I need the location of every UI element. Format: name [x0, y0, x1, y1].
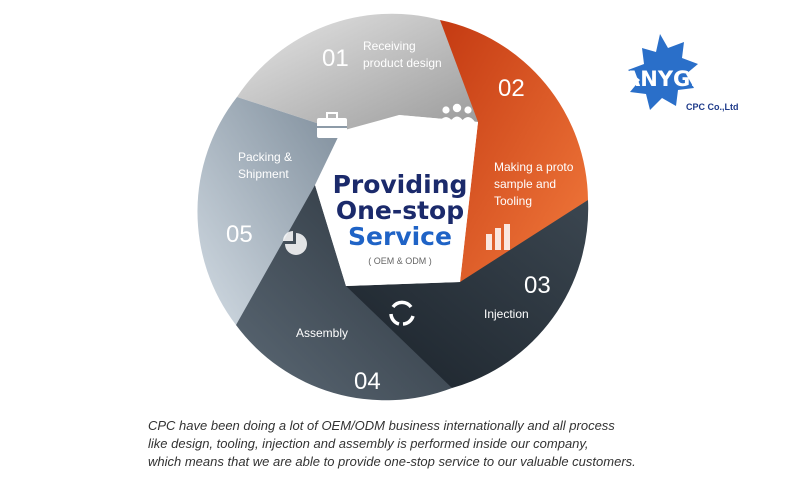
step-05-label-line2: Shipment	[238, 167, 289, 181]
step-04-label-line1: Assembly	[296, 326, 348, 340]
step-02-number: 02	[498, 75, 525, 102]
step-02-label-line1: Making a proto	[494, 160, 574, 174]
caption-line-1: CPC have been doing a lot of OEM/ODM bus…	[148, 418, 615, 433]
center-title-line2: One-stop	[336, 196, 464, 225]
step-01-label-line2: product design	[363, 56, 442, 70]
briefcase-icon	[317, 112, 347, 138]
step-02-label-line3: Tooling	[494, 194, 532, 208]
bar-chart-icon	[486, 224, 510, 250]
ring-segments	[197, 13, 589, 401]
step-05-number: 05	[226, 221, 253, 248]
center-title-line1: Providing	[333, 170, 468, 199]
people-group-icon	[439, 103, 475, 122]
step-03-number: 03	[524, 272, 551, 299]
step-03-label-line1: Injection	[484, 307, 529, 321]
step-05-label-line1: Packing &	[238, 150, 292, 164]
logo-company-text: CPC Co.,Ltd	[686, 102, 739, 112]
step-04-number: 04	[354, 368, 381, 395]
recycle-arrows-icon	[389, 300, 415, 326]
center-pentagon	[315, 115, 478, 286]
description-caption: CPC have been doing a lot of OEM/ODM bus…	[148, 417, 748, 471]
step-02-label-line2: sample and	[494, 177, 556, 191]
logo-gear-shape	[628, 34, 698, 110]
step-01-number: 01	[322, 45, 349, 72]
logo-brand-text: ANYGRIP	[624, 67, 730, 91]
segment-02-prototyping	[440, 20, 588, 282]
center-title-line3: Service	[348, 222, 452, 251]
caption-line-2: like design, tooling, injection and asse…	[148, 436, 589, 451]
step-01-label-line1: Receiving	[363, 39, 416, 53]
segment-01-receiving	[237, 13, 478, 132]
pie-chart-icon	[283, 231, 307, 255]
caption-line-3: which means that we are able to provide …	[148, 454, 636, 469]
segment-05-packing	[197, 97, 341, 325]
segment-03-injection	[346, 200, 589, 388]
center-subtitle: ( OEM & ODM )	[368, 256, 432, 266]
anygrip-logo: ANYGRIP CPC Co.,Ltd	[624, 34, 739, 112]
